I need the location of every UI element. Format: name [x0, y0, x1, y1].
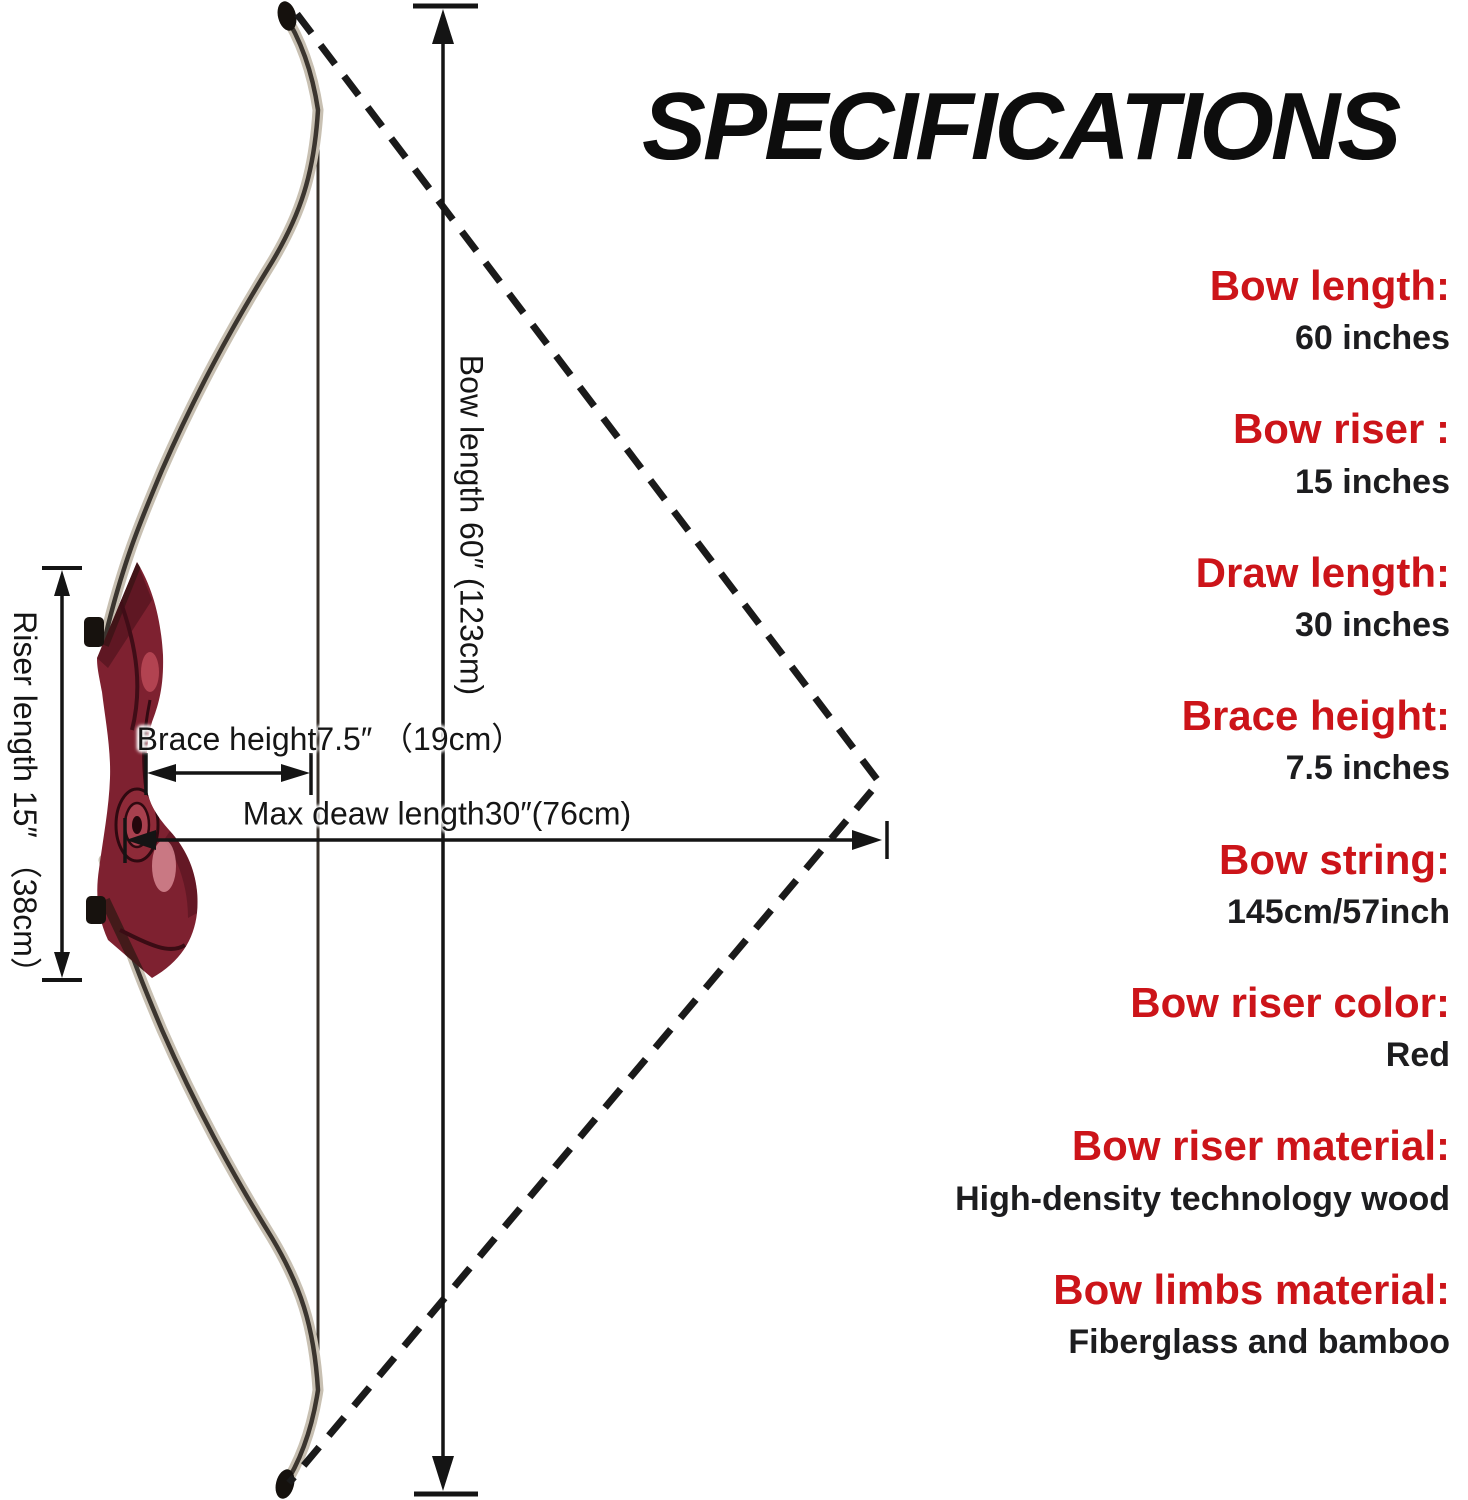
top-limb-bolt — [84, 617, 104, 647]
draw-string-dashed-line — [286, 11, 884, 1486]
lower-limb-tip — [275, 1469, 295, 1499]
spec-label: Brace height: — [1181, 692, 1450, 740]
spec-label: Draw length: — [1195, 548, 1450, 596]
down-arrowhead — [432, 1456, 454, 1491]
max-draw-arrow — [123, 818, 889, 863]
upper-limb-tip — [277, 1, 297, 31]
bottom-limb-bolt — [86, 896, 106, 924]
left-arrowhead — [147, 764, 176, 782]
spec-item-limbs-material: Bow limbs material: Fiberglass and bambo… — [1053, 1266, 1450, 1362]
spec-label: Bow string: — [1219, 835, 1450, 883]
right-arrowhead — [852, 830, 882, 850]
spec-value: 30 inches — [1295, 606, 1450, 645]
spec-item-draw-length: Draw length: 30 inches — [1196, 549, 1450, 645]
spec-item-bow-string: Bow string: 145cm/57inch — [1219, 836, 1450, 932]
spec-item-riser-material: Bow riser material: High-density technol… — [955, 1122, 1450, 1218]
spec-value: Fiberglass and bamboo — [1068, 1323, 1450, 1362]
left-arrowhead — [126, 830, 156, 850]
riser — [84, 562, 198, 978]
spec-label: Bow length: — [1209, 262, 1450, 309]
upper-limb — [98, 1, 324, 648]
riser-length-dim-label: Riser length 15″ （38cm） — [7, 611, 43, 989]
max-draw-dim-label: Max deaw length30″(76cm) — [242, 795, 632, 832]
brace-height-dim-label: Brace height7.5″ （19cm） — [136, 721, 524, 757]
right-arrowhead — [281, 764, 310, 782]
spec-item-bow-riser: Bow riser : 15 inches — [1233, 405, 1450, 501]
riser-length-dimension-arrow — [42, 566, 82, 982]
spec-value: 145cm/57inch — [1226, 892, 1450, 931]
spec-list: Bow length: 60 inches Bow riser : 15 inc… — [830, 262, 1450, 1409]
spec-label: Bow riser material: — [1071, 1122, 1450, 1170]
spec-item-riser-color: Bow riser color: Red — [1130, 979, 1450, 1075]
down-arrowhead — [54, 952, 70, 978]
lower-limb — [98, 854, 324, 1499]
spec-value: 60 inches — [1295, 319, 1450, 358]
spec-item-brace-height: Brace height: 7.5 inches — [1182, 692, 1450, 788]
brace-height-arrow — [144, 753, 313, 795]
page-title: SPECIFICATIONS — [642, 73, 1401, 180]
spec-label: Bow riser : — [1232, 405, 1450, 453]
spec-value: High-density technology wood — [955, 1179, 1450, 1218]
up-arrowhead — [54, 570, 70, 596]
up-arrowhead — [432, 9, 454, 44]
bow-length-dimension-arrow — [413, 3, 478, 1497]
bow-length-dim-label: Bow length 60″ (123cm) — [453, 354, 490, 696]
spec-label: Bow limbs material: — [1053, 1265, 1450, 1313]
spec-label: Bow riser color: — [1130, 978, 1450, 1026]
spec-value: 7.5 inches — [1285, 749, 1450, 788]
spec-item-bow-length: Bow length: 60 inches — [1210, 262, 1450, 358]
spec-value: Red — [1385, 1036, 1450, 1075]
spec-value: 15 inches — [1295, 462, 1450, 501]
